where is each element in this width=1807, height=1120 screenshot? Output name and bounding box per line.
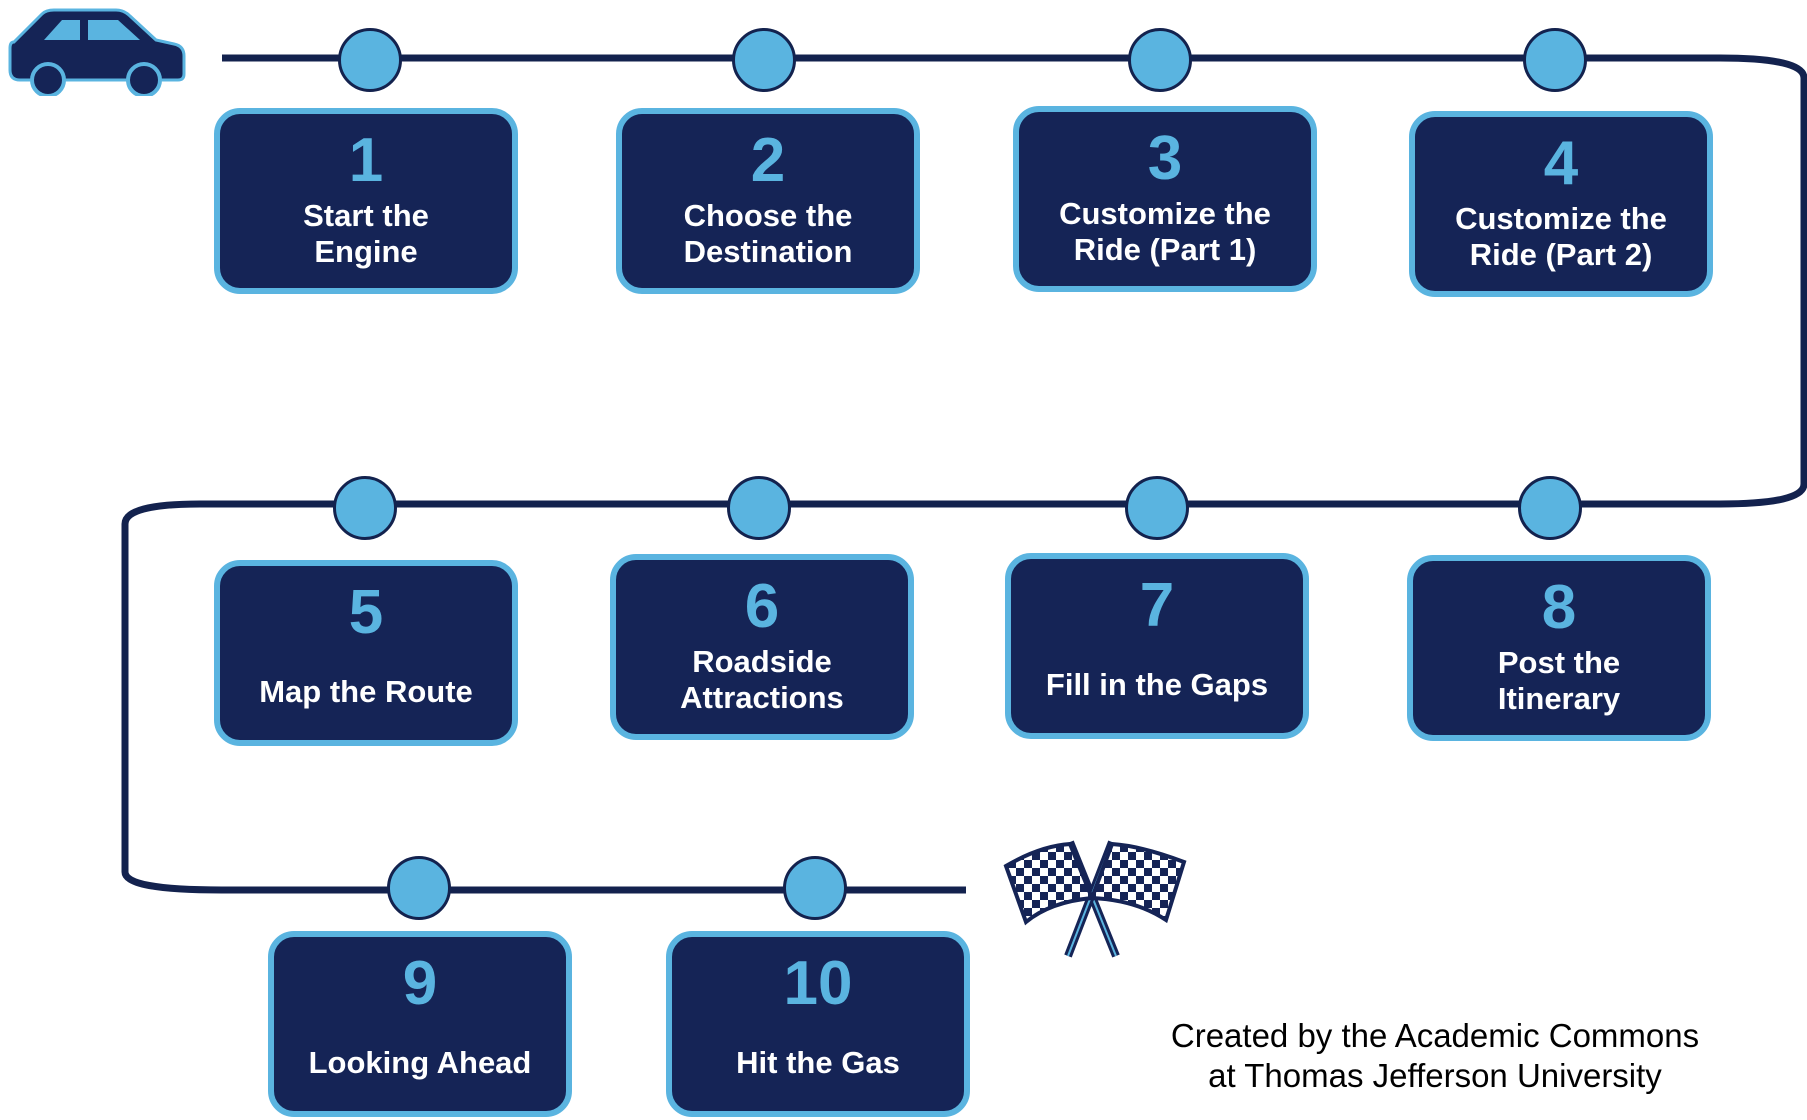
step-title-line-1: Customize the	[1059, 196, 1271, 231]
step-card-1: 1 Start the Engine	[214, 108, 518, 294]
credit-line-2: at Thomas Jefferson University	[1208, 1057, 1662, 1094]
credit-text: Created by the Academic Commons at Thoma…	[1130, 1016, 1740, 1096]
car-icon	[8, 8, 186, 96]
step-title-line-2: Engine	[314, 234, 418, 269]
step-number: 7	[1139, 571, 1175, 640]
step-title: Customize the Ride (Part 1)	[1027, 196, 1303, 268]
step-card-7: 7 Fill in the Gaps	[1005, 553, 1309, 739]
step-title-line-1: Roadside	[692, 644, 832, 679]
step-number: 5	[348, 578, 384, 647]
step-title-line-2: Attractions	[680, 680, 844, 715]
step-title-line-2: Ride (Part 2)	[1469, 237, 1653, 272]
step-title: Customize the Ride (Part 2)	[1423, 201, 1699, 273]
step-title: Looking Ahead	[282, 1045, 558, 1081]
step-title: Start the Engine	[228, 198, 504, 270]
step-4-node	[1523, 28, 1587, 92]
step-title: Roadside Attractions	[624, 644, 900, 716]
step-card-8: 8 Post the Itinerary	[1407, 555, 1711, 741]
step-number: 3	[1147, 124, 1183, 193]
step-number: 8	[1541, 573, 1577, 642]
step-title-line-1: Post the	[1497, 645, 1621, 680]
step-5-node	[333, 476, 397, 540]
step-title-line-1: Choose the	[683, 198, 853, 233]
step-card-5: 5 Map the Route	[214, 560, 518, 746]
checkered-flags-icon	[1003, 840, 1187, 958]
step-1-node	[338, 28, 402, 92]
step-number: 9	[402, 949, 438, 1018]
step-9-node	[387, 856, 451, 920]
step-card-6: 6 Roadside Attractions	[610, 554, 914, 740]
step-number: 1	[348, 126, 384, 195]
step-title: Choose the Destination	[630, 198, 906, 270]
step-3-node	[1128, 28, 1192, 92]
step-7-node	[1125, 476, 1189, 540]
step-card-9: 9 Looking Ahead	[268, 931, 572, 1117]
step-6-node	[727, 476, 791, 540]
step-8-node	[1518, 476, 1582, 540]
step-title-line-2: Ride (Part 1)	[1073, 232, 1257, 267]
step-title: Map the Route	[228, 674, 504, 710]
step-number: 4	[1543, 129, 1579, 198]
step-2-node	[732, 28, 796, 92]
step-title: Hit the Gas	[680, 1045, 956, 1081]
credit-line-1: Created by the Academic Commons	[1170, 1017, 1700, 1054]
step-title-line-1: Map the Route	[259, 674, 473, 709]
step-10-node	[783, 856, 847, 920]
step-number: 6	[744, 572, 780, 641]
step-title-line-2: Itinerary	[1497, 681, 1621, 716]
step-card-2: 2 Choose the Destination	[616, 108, 920, 294]
step-card-3: 3 Customize the Ride (Part 1)	[1013, 106, 1317, 292]
step-title: Fill in the Gaps	[1019, 667, 1295, 703]
step-title: Post the Itinerary	[1421, 645, 1697, 717]
step-title-line-1: Start the	[303, 198, 429, 233]
step-title-line-1: Customize the	[1455, 201, 1667, 236]
step-title-line-1: Hit the Gas	[736, 1045, 900, 1080]
step-number: 2	[750, 126, 786, 195]
step-card-10: 10 Hit the Gas	[666, 931, 970, 1117]
step-title-line-1: Fill in the Gaps	[1045, 667, 1269, 702]
step-title-line-2: Destination	[683, 234, 853, 269]
step-title-line-1: Looking Ahead	[308, 1045, 532, 1080]
step-card-4: 4 Customize the Ride (Part 2)	[1409, 111, 1713, 297]
step-number: 10	[783, 949, 853, 1018]
